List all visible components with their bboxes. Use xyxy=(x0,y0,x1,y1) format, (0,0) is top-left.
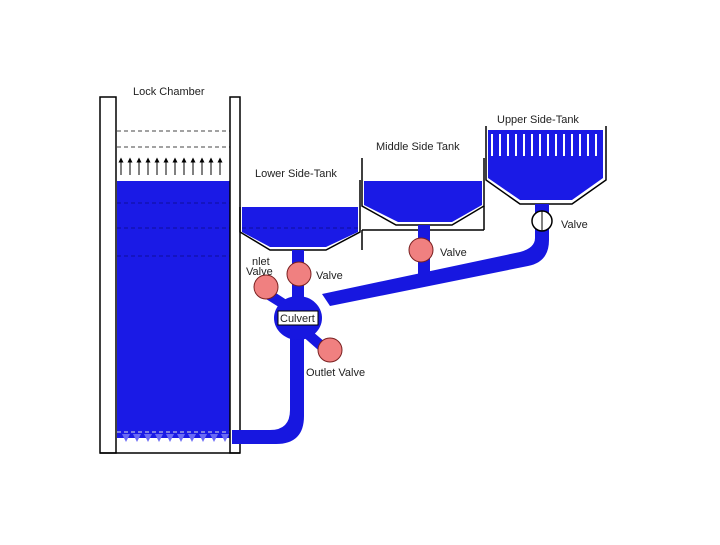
outlet-valve-icon xyxy=(317,337,343,363)
upper-side-tank: Upper Side-Tank xyxy=(483,114,607,230)
floor-port xyxy=(144,434,152,442)
lower-valve-icon xyxy=(286,261,312,287)
upper-side-tank-water xyxy=(488,130,603,200)
middle-side-tank-label: Middle Side Tank xyxy=(376,141,460,153)
lower-side-tank-water xyxy=(242,207,358,247)
lower-side-tank-label: Lower Side-Tank xyxy=(255,168,337,180)
lock-chamber: Lock Chamber xyxy=(99,86,241,454)
lock-chamber-right-wall xyxy=(229,96,241,454)
lock-chamber-water xyxy=(117,181,230,438)
inlet-valve-label-line2: Valve xyxy=(246,266,273,278)
lower-side-tank: Lower Side-Tank xyxy=(239,168,361,251)
floor-port xyxy=(188,434,196,442)
flow-arrows xyxy=(118,157,223,175)
lower-valve-label: Valve xyxy=(316,270,343,282)
floor-port xyxy=(166,434,174,442)
floor-port xyxy=(133,434,141,442)
middle-side-tank-water xyxy=(364,181,482,222)
floor-port xyxy=(155,434,163,442)
floor-port xyxy=(199,434,207,442)
lock-chamber-label: Lock Chamber xyxy=(133,86,205,98)
middle-valve-label: Valve xyxy=(440,247,467,259)
lock-chamber-left-wall xyxy=(99,96,117,454)
valves: Valve Valve Valve nlet Valve Outlet Valv… xyxy=(246,210,588,379)
upper-tank-pipe xyxy=(322,204,549,306)
floor-port xyxy=(177,434,185,442)
upper-side-tank-label: Upper Side-Tank xyxy=(497,114,579,126)
culvert-label: Culvert xyxy=(280,313,315,325)
floor-port xyxy=(122,434,130,442)
inlet-valve-icon xyxy=(253,274,279,300)
floor-port xyxy=(210,434,218,442)
outlet-valve-label: Outlet Valve xyxy=(306,367,365,379)
floor-port xyxy=(221,434,229,442)
inlet-valve-label-line1: nlet xyxy=(252,256,270,268)
upper-tank-ripples xyxy=(491,134,597,156)
culvert-label-box xyxy=(277,310,319,326)
upper-valve-label: Valve xyxy=(561,219,588,231)
floor-ports xyxy=(122,434,229,442)
middle-valve-icon xyxy=(408,237,434,263)
